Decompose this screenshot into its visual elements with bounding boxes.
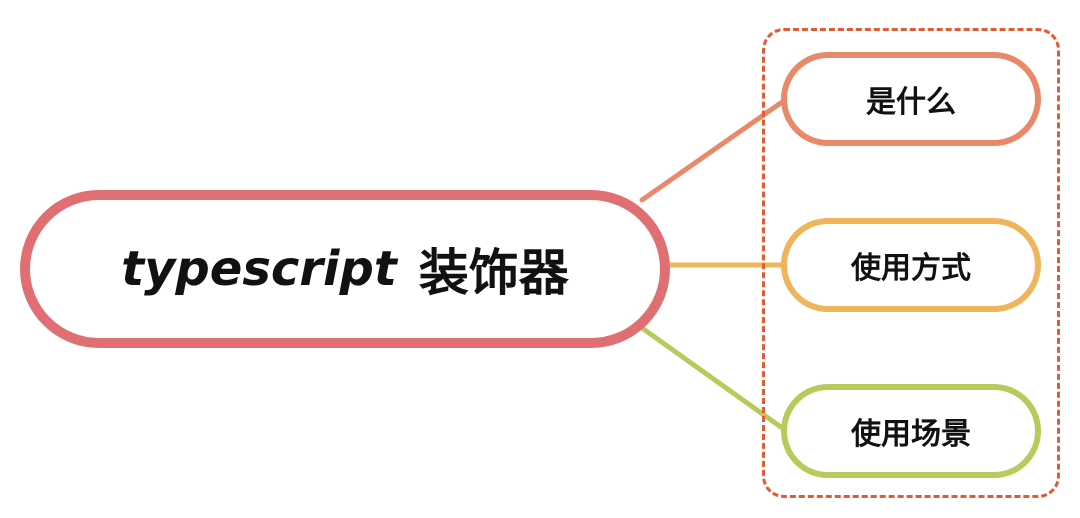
root-node[interactable]: typescript 装饰器 — [20, 190, 670, 348]
connector-what — [639, 97, 788, 203]
root-node-title-cjk: 装饰器 — [418, 244, 569, 302]
branch-node-scenarios[interactable]: 使用场景 — [781, 384, 1041, 478]
branch-node-what[interactable]: 是什么 — [781, 52, 1041, 146]
connector-scenarios — [639, 325, 788, 433]
branch-group-dashed-box — [762, 28, 1060, 498]
branch-node-usage[interactable]: 使用方式 — [781, 218, 1041, 312]
root-node-title-latin: typescript — [121, 241, 397, 297]
